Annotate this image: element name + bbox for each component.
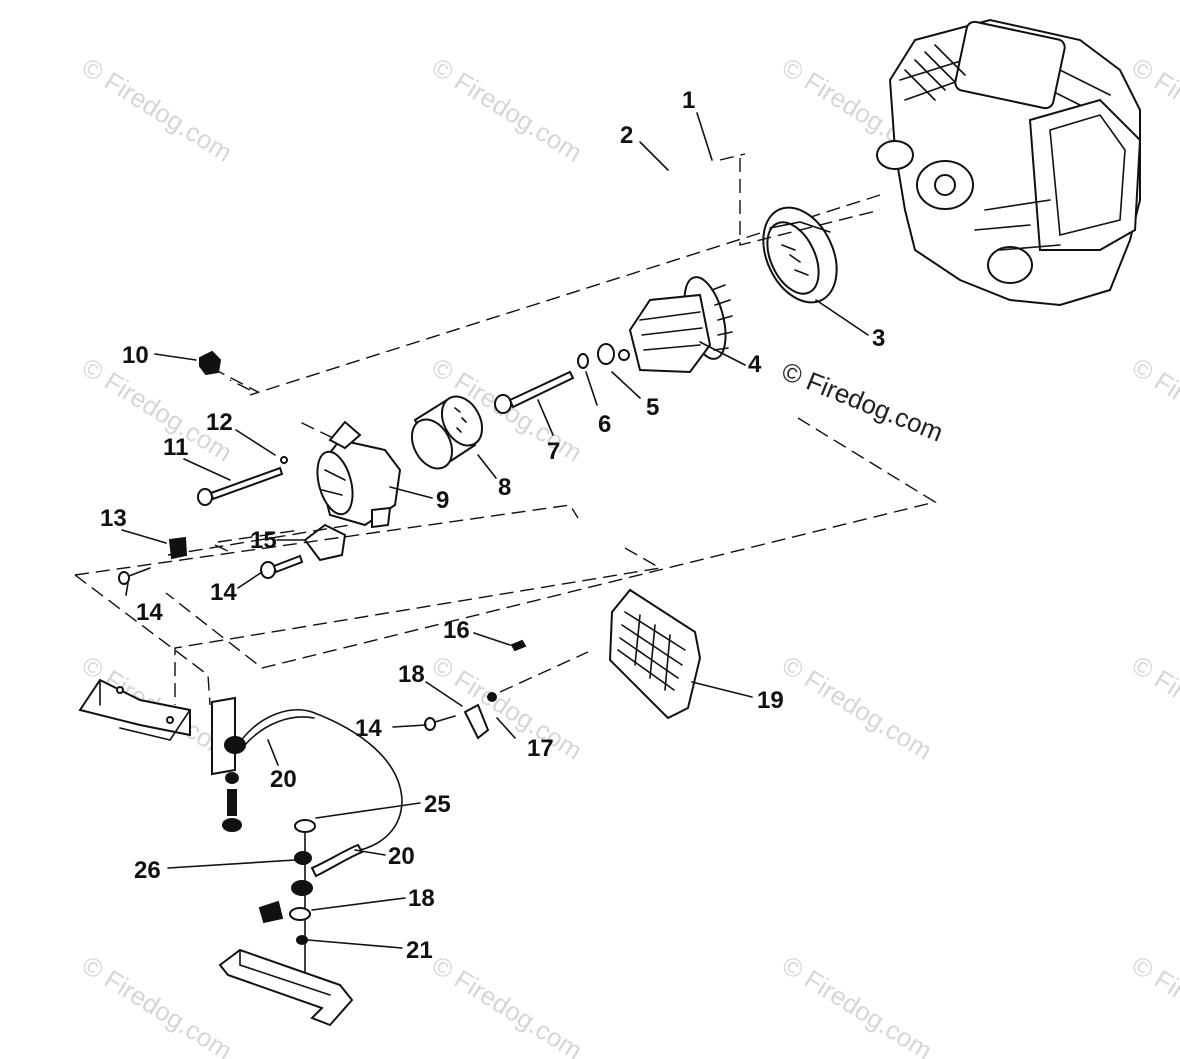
watermark: © Firedog.com — [427, 52, 588, 168]
callout-6: 6 — [598, 411, 611, 438]
leader-lines — [121, 112, 869, 949]
screw — [424, 715, 456, 731]
callout-12: 12 — [206, 409, 233, 436]
watermark: © Firedog.com — [777, 950, 938, 1059]
callout-3: 3 — [872, 325, 885, 352]
callout-5: 5 — [646, 394, 659, 421]
callouts: 1 2 3 4 5 6 7 8 9 10 12 11 13 15 14 14 1… — [100, 87, 885, 964]
callout-2: 2 — [620, 122, 633, 149]
callout-8: 8 — [498, 474, 511, 501]
watermark: © Firedog.com — [1127, 650, 1180, 766]
armature — [618, 276, 733, 374]
callout-20: 20 — [388, 843, 415, 870]
callout-7: 7 — [547, 438, 560, 465]
credit-text: © Firedog.com — [778, 356, 948, 448]
ground-wire — [222, 709, 403, 851]
callout-19: 19 — [757, 687, 784, 714]
clip — [168, 536, 188, 560]
terminal-lug — [463, 703, 490, 740]
callout-18: 18 — [398, 661, 425, 688]
rotor-cup — [410, 395, 484, 470]
nut-small — [487, 692, 497, 702]
grille-cover — [608, 588, 702, 720]
callout-14: 14 — [355, 715, 382, 742]
callout-18: 18 — [408, 885, 435, 912]
flywheel — [762, 206, 838, 304]
callout-14: 14 — [210, 579, 237, 606]
watermark: © Firedog.com — [1127, 352, 1180, 468]
washer — [597, 343, 615, 365]
long-screw — [197, 466, 284, 506]
callout-16: 16 — [443, 617, 470, 644]
callout-13: 13 — [100, 505, 127, 532]
ground-stack — [218, 819, 364, 1027]
watermark: © Firedog.com — [427, 950, 588, 1059]
callout-17: 17 — [527, 735, 554, 762]
callout-15: 15 — [250, 527, 277, 554]
callout-10: 10 — [122, 342, 149, 369]
callout-1: 1 — [682, 87, 695, 114]
watermark: © Firedog.com — [77, 950, 238, 1059]
engine-block — [876, 18, 1142, 307]
watermark: © Firedog.com — [427, 650, 588, 766]
watermark: © Firedog.com — [1127, 950, 1180, 1059]
lock-washer — [280, 456, 288, 464]
callout-9: 9 — [436, 487, 449, 514]
watermark: © Firedog.com — [77, 52, 238, 168]
through-bolt — [494, 370, 575, 414]
watermark: © Firedog.com — [777, 650, 938, 766]
nut — [199, 350, 222, 376]
bracket — [303, 523, 347, 562]
assembly-outlines — [74, 153, 937, 706]
small-screw — [510, 639, 527, 652]
callout-11: 11 — [163, 434, 188, 461]
screw — [260, 554, 304, 579]
mounting-bracket — [78, 678, 236, 776]
washer — [577, 353, 589, 369]
callout-14: 14 — [136, 599, 163, 626]
end-housing — [316, 420, 402, 529]
callout-20: 20 — [270, 766, 297, 793]
callout-26: 26 — [134, 857, 161, 884]
callout-21: 21 — [406, 937, 433, 964]
callout-25: 25 — [424, 791, 451, 818]
screw — [118, 567, 151, 585]
callout-4: 4 — [748, 351, 762, 378]
